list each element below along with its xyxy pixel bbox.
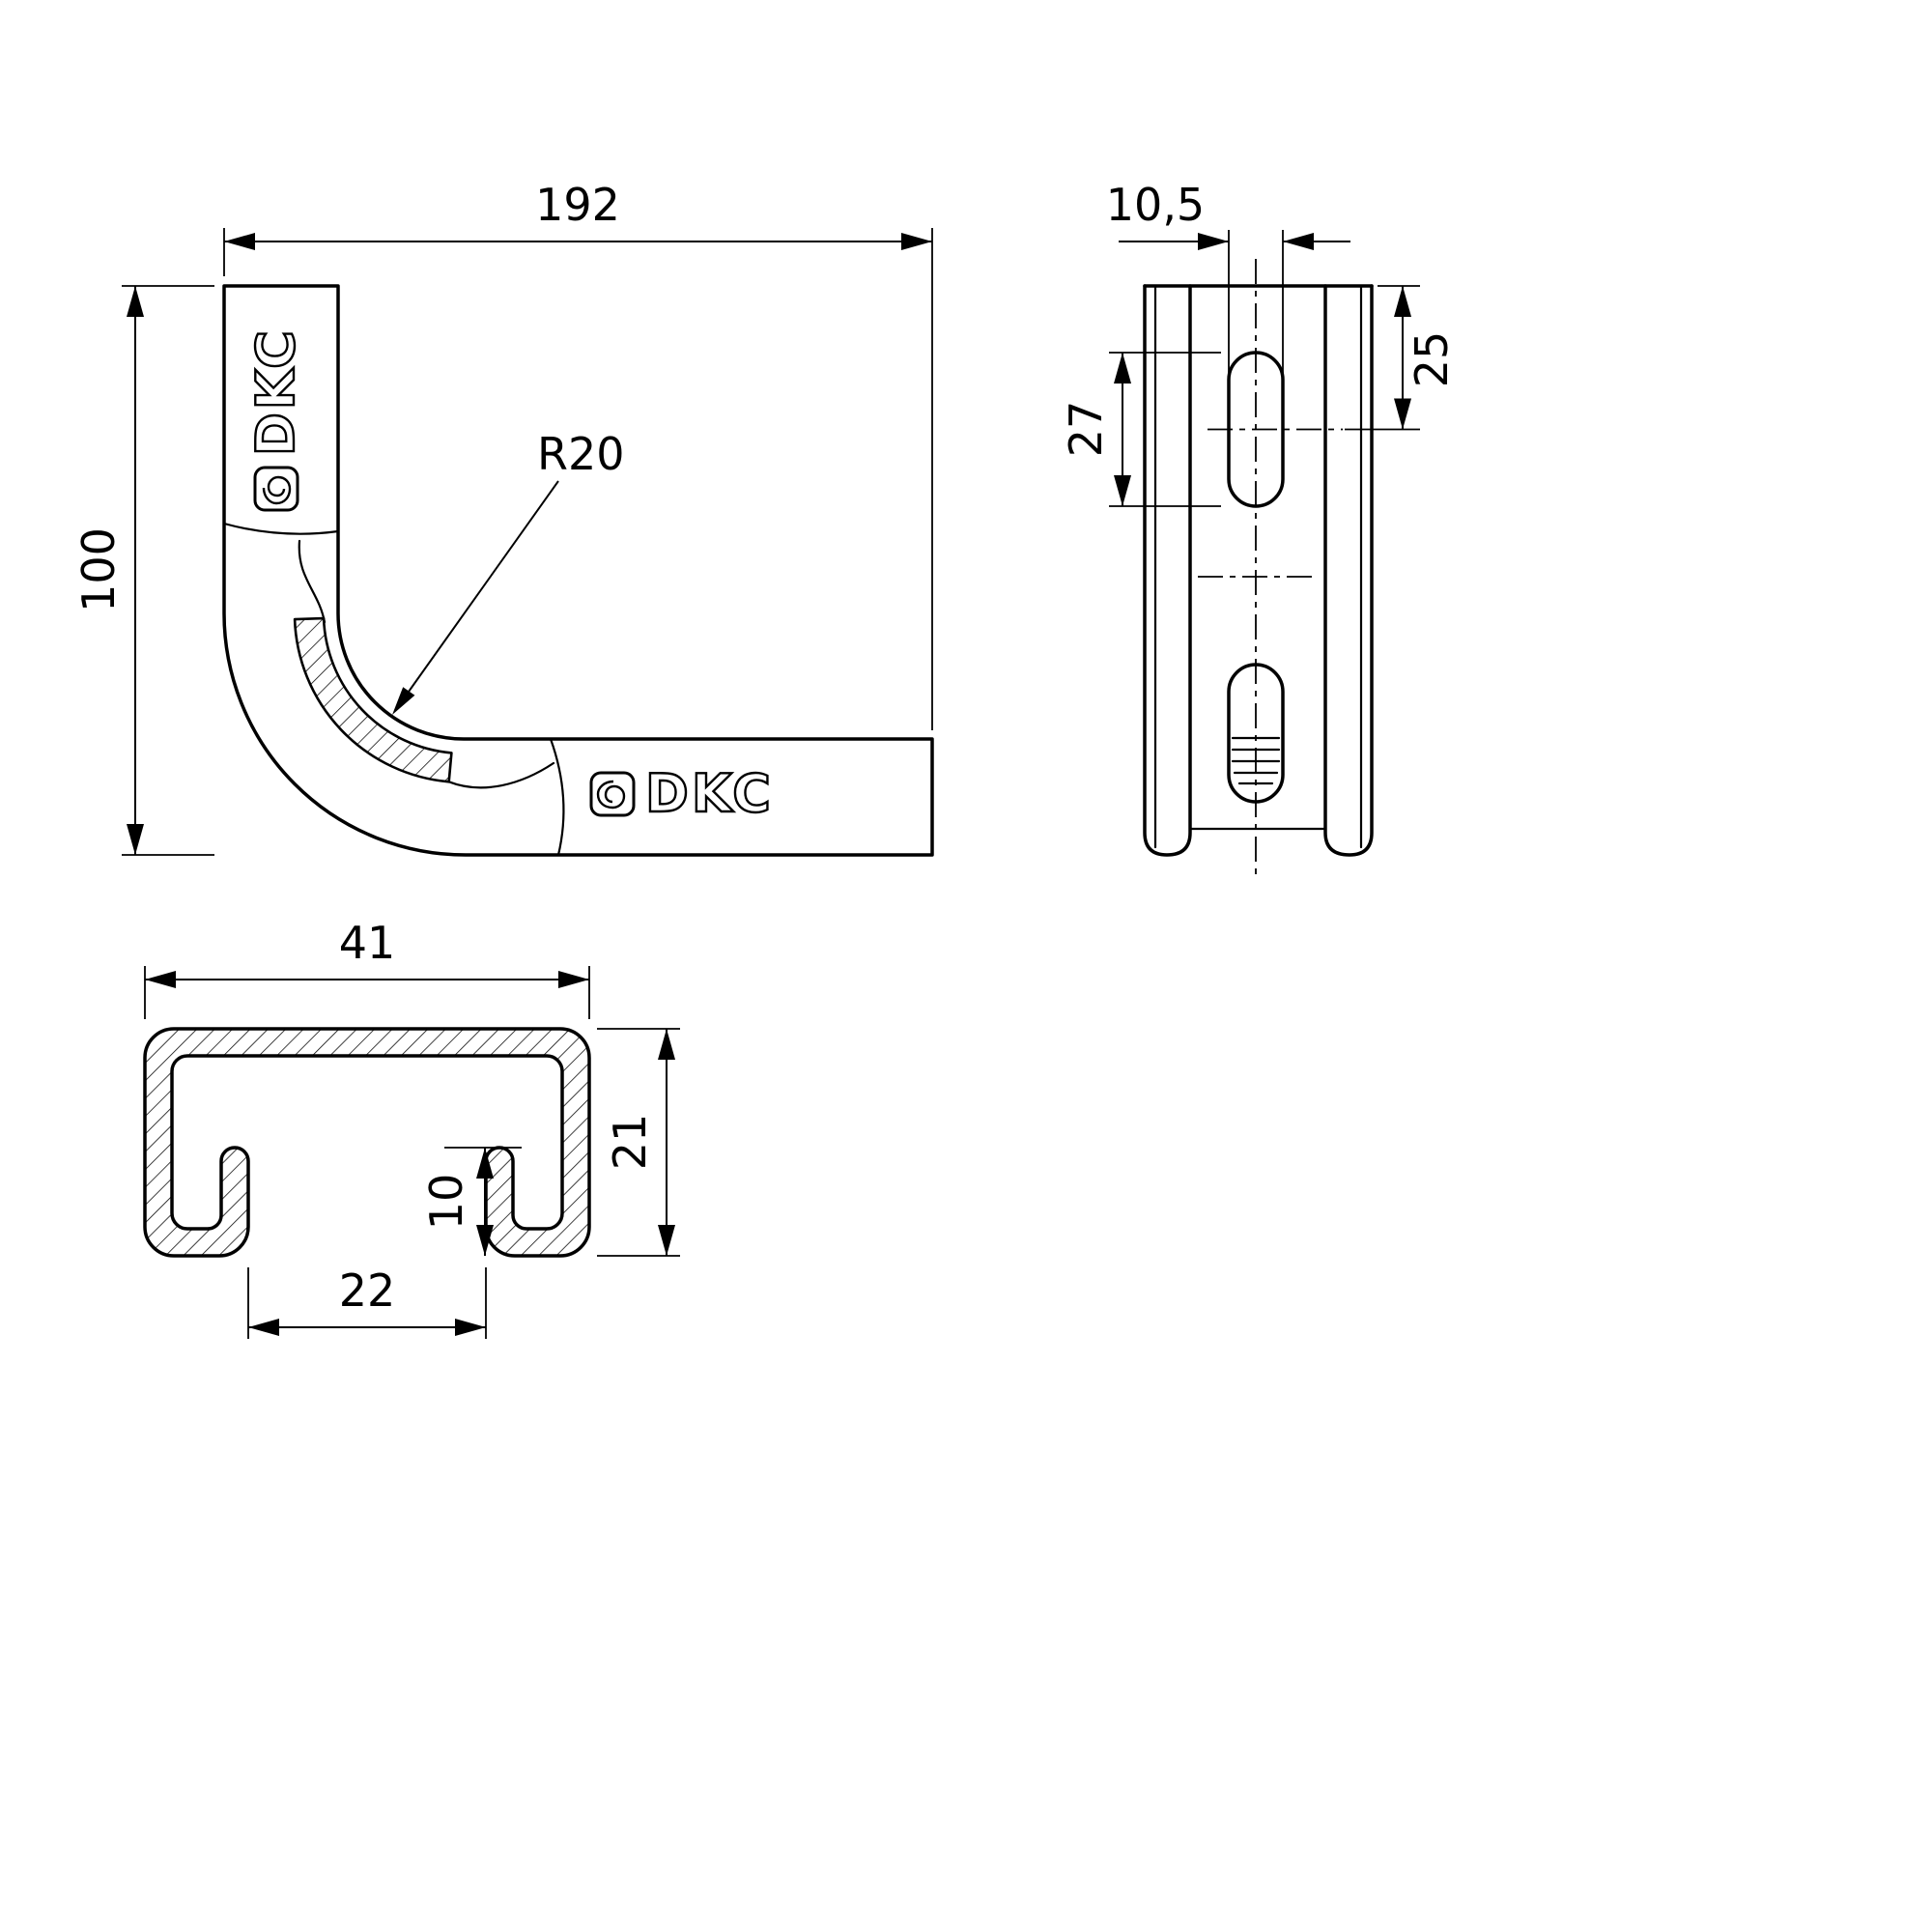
dimension-lip-height-10: 10 (420, 1147, 522, 1256)
arrowhead (1114, 353, 1131, 384)
leader-line (408, 480, 559, 693)
arrowhead (658, 1029, 675, 1060)
arrowhead (476, 1148, 494, 1179)
bend-cut-line-vertical (222, 522, 340, 535)
arrowhead (1283, 233, 1314, 250)
arrowhead (558, 971, 589, 988)
profile-width-label: 41 (339, 917, 396, 969)
dimension-slot-width-10-5: 10,5 (1106, 179, 1350, 373)
dkc-logo-text: DKC (645, 763, 774, 824)
opening-label: 22 (339, 1264, 396, 1317)
side-view: 10,5 27 25 (1060, 179, 1458, 881)
front-view: DKC DKC 192 100 R20 (72, 179, 934, 857)
dimension-center-offset-25: 25 (1345, 285, 1458, 431)
arrowhead (248, 1319, 279, 1336)
lip-height-label: 10 (420, 1174, 472, 1231)
section-view: 41 21 10 22 (143, 917, 680, 1339)
profile-height-label: 21 (604, 1114, 656, 1171)
bend-cut-line-horizontal (549, 737, 565, 857)
height-dimension-label: 100 (72, 527, 125, 612)
slot-width-label: 10,5 (1106, 179, 1205, 231)
arrowhead (127, 824, 144, 855)
dimension-profile-width-41: 41 (144, 917, 590, 1019)
dkc-logo-mark-icon (589, 771, 636, 817)
dkc-logo-text: DKC (245, 327, 306, 456)
width-dimension-label: 192 (535, 179, 620, 231)
lip-curve-lower (447, 761, 555, 789)
radius-label: R20 (537, 428, 625, 480)
arrowhead (476, 1225, 494, 1256)
lip-curve-upper (298, 539, 327, 624)
arrowhead (658, 1225, 675, 1256)
dkc-logo-mark-icon (253, 466, 299, 512)
radius-callout-r20: R20 (392, 428, 625, 715)
center-offset-label: 25 (1406, 331, 1458, 388)
arrowhead (1198, 233, 1229, 250)
arrowhead (455, 1319, 486, 1336)
right-flange-outline (1323, 284, 1374, 857)
dkc-logo-horizontal: DKC (589, 762, 774, 825)
arrowhead (145, 971, 176, 988)
dkc-logo-vertical: DKC (244, 327, 307, 512)
left-flange-outline (1143, 284, 1192, 857)
channel-profile (143, 1027, 591, 1258)
lower-slot (1227, 663, 1285, 804)
front-view-outline (222, 284, 934, 857)
arrowhead (901, 233, 932, 250)
arrowhead (1114, 475, 1131, 506)
lower-slot-with-screw (1227, 663, 1285, 804)
slot-length-label: 27 (1060, 401, 1112, 458)
dimension-width-192: 192 (223, 179, 933, 730)
dimension-profile-height-21: 21 (597, 1028, 680, 1257)
dimension-opening-22: 22 (247, 1264, 487, 1339)
arrowhead (1394, 286, 1411, 317)
arrowhead (392, 687, 415, 715)
arrowhead (1394, 398, 1411, 430)
arrowhead (224, 233, 255, 250)
arrowhead (127, 286, 144, 317)
mounting-slot (1227, 351, 1285, 508)
dimension-slot-length-27: 27 (1060, 352, 1221, 507)
dimension-height-100: 100 (72, 285, 214, 856)
